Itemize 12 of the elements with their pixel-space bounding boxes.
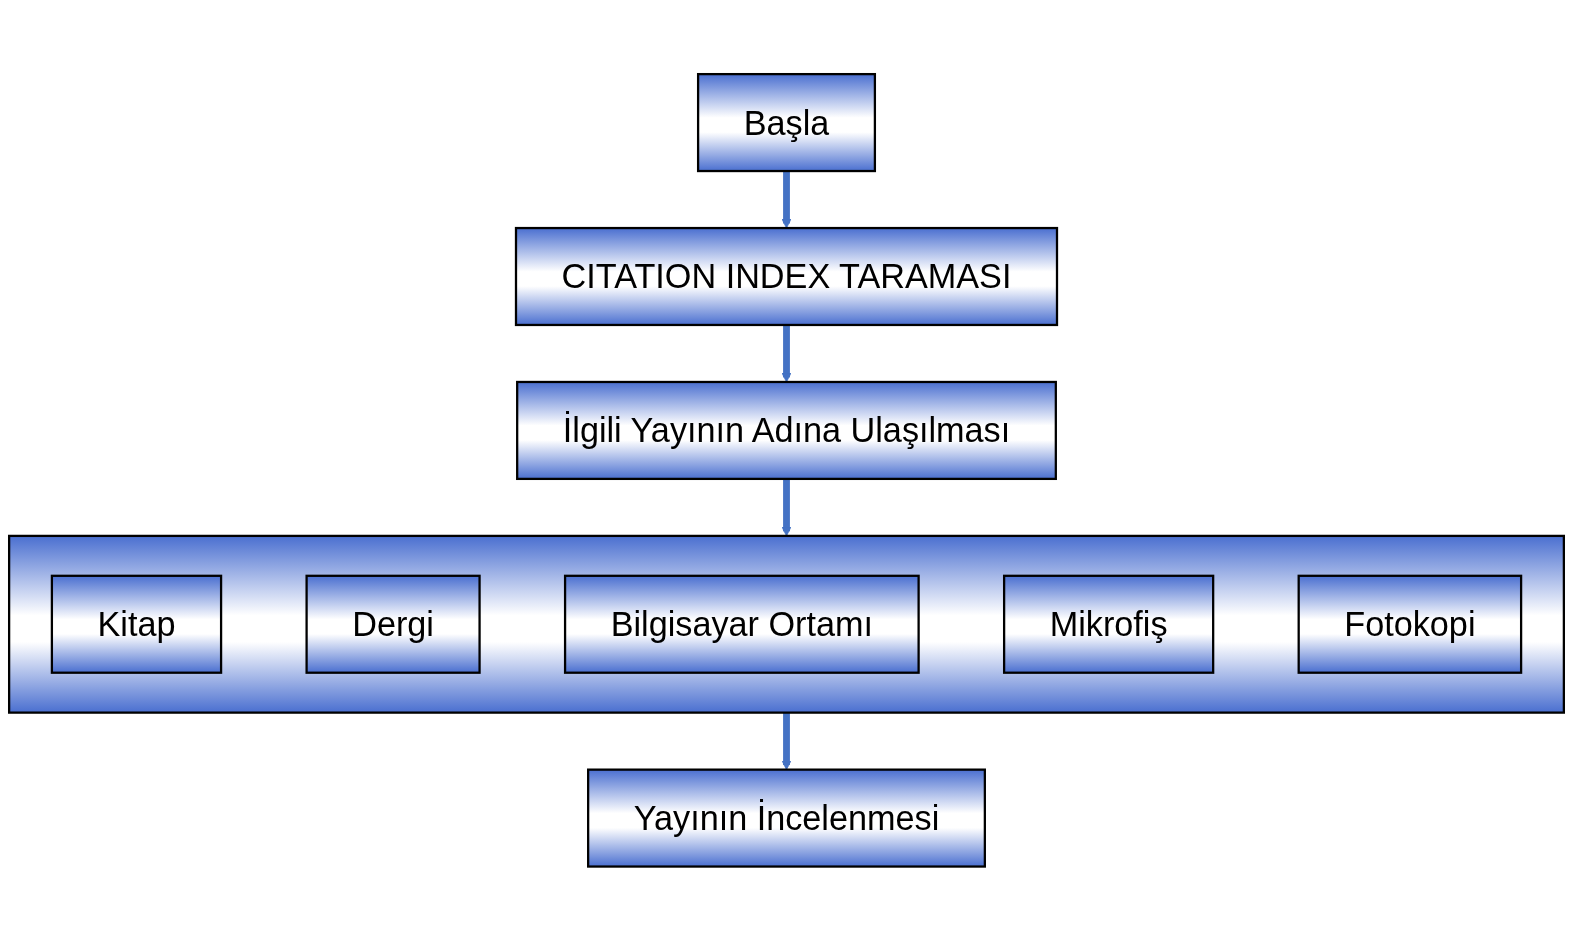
arrow — [781, 712, 792, 770]
node-box: Yayının İncelenmesi — [587, 768, 986, 868]
node-box: CITATION INDEX TARAMASI — [514, 226, 1059, 326]
arrow — [781, 478, 792, 536]
cluster — [8, 534, 1565, 714]
node-box: Fotokopi — [1297, 574, 1523, 674]
node-box: Kitap — [50, 574, 223, 674]
node-box: İlgili Yayının Adına Ulaşılması — [516, 380, 1057, 480]
node-box: Başla — [696, 72, 877, 172]
node-box: Mikrofiş — [1003, 574, 1215, 674]
node-box: Dergi — [305, 574, 481, 674]
node-box: Bilgisayar Ortamı — [563, 574, 920, 674]
